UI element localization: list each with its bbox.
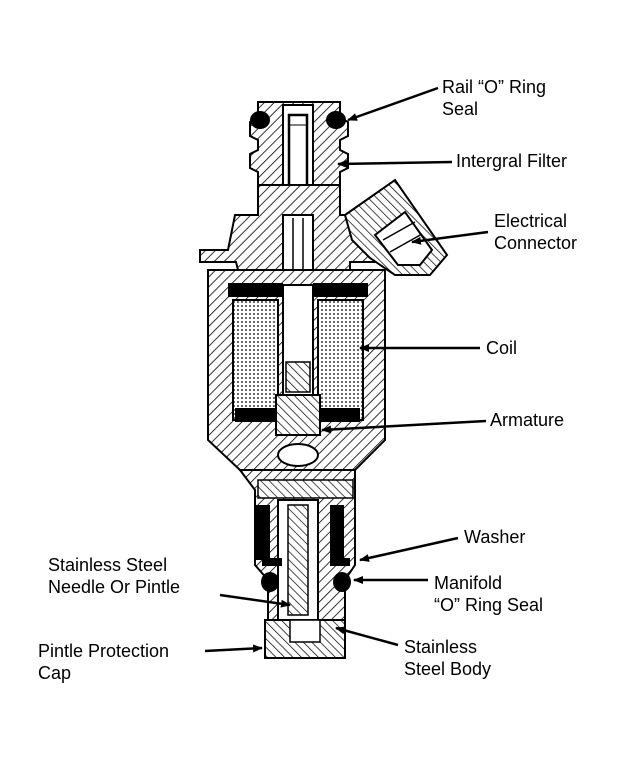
coil-housing bbox=[207, 269, 386, 471]
label-stainless-steel-body-line1: Stainless bbox=[404, 637, 478, 657]
label-rail-o-ring-seal: Rail “O” Ring Seal bbox=[442, 76, 546, 120]
label-electrical-connector-line2: Connector bbox=[494, 233, 578, 253]
label-washer-line1: Washer bbox=[464, 527, 526, 547]
label-stainless-steel-needle: Stainless Steel Needle Or Pintle bbox=[48, 554, 180, 598]
label-integral-filter-line1: Intergral Filter bbox=[456, 151, 568, 171]
label-pintle-protection-cap-line2: Cap bbox=[38, 663, 72, 683]
label-armature-line1: Armature bbox=[490, 410, 565, 430]
electrical-connector-shape bbox=[343, 178, 449, 276]
label-pintle-protection-cap-line1: Pintle Protection bbox=[38, 641, 170, 661]
label-electrical-connector-line1: Electrical bbox=[494, 211, 568, 231]
label-coil: Coil bbox=[486, 337, 517, 359]
label-stainless-steel-body-line2: Steel Body bbox=[404, 659, 492, 679]
label-manifold-o-ring-seal-line1: Manifold bbox=[434, 573, 503, 593]
label-stainless-steel-body: Stainless Steel Body bbox=[404, 636, 491, 680]
label-armature: Armature bbox=[490, 409, 564, 431]
label-stainless-steel-needle-line2: Needle Or Pintle bbox=[48, 577, 181, 597]
label-stainless-steel-needle-line1: Stainless Steel bbox=[48, 555, 168, 575]
label-rail-o-ring-seal-line1: Rail “O” Ring bbox=[442, 77, 547, 97]
leader-lines bbox=[204, 86, 489, 653]
label-pintle-protection-cap: Pintle Protection Cap bbox=[38, 640, 169, 684]
label-integral-filter: Intergral Filter bbox=[456, 150, 567, 172]
nozzle-body bbox=[238, 469, 356, 631]
label-manifold-o-ring-seal: Manifold “O” Ring Seal bbox=[434, 572, 543, 616]
pintle-cap bbox=[264, 619, 346, 659]
label-coil-line1: Coil bbox=[486, 338, 518, 358]
label-washer: Washer bbox=[464, 526, 525, 548]
label-manifold-o-ring-seal-line2: “O” Ring Seal bbox=[434, 595, 544, 615]
label-rail-o-ring-seal-line2: Seal bbox=[442, 99, 479, 119]
label-electrical-connector: Electrical Connector bbox=[494, 210, 577, 254]
